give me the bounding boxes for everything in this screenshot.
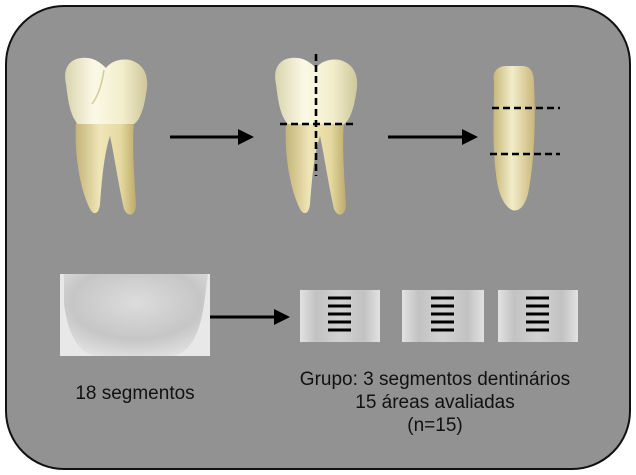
dentin-area-image (402, 290, 484, 342)
group-caption-line-2: 15 áreas avaliadas (355, 392, 515, 413)
group-caption-line-3: (n=15) (407, 415, 463, 436)
segments-count-caption: 18 segmentos (75, 383, 195, 404)
dentin-segment-image (60, 274, 210, 356)
root-segment-icon (490, 66, 560, 211)
dentin-area-image (300, 290, 380, 342)
group-caption: Grupo: 3 segmentos dentinários 15 áreas … (250, 368, 620, 437)
arrow-icon (388, 129, 478, 145)
arrow-icon (210, 309, 290, 325)
group-caption-line-1: Grupo: 3 segmentos dentinários (299, 369, 571, 390)
dentin-area-image (498, 290, 578, 342)
molar-tooth-icon (65, 57, 148, 215)
arrow-icon (170, 129, 254, 145)
diagram-panel (5, 5, 631, 470)
sectioned-molar-icon (275, 54, 358, 215)
